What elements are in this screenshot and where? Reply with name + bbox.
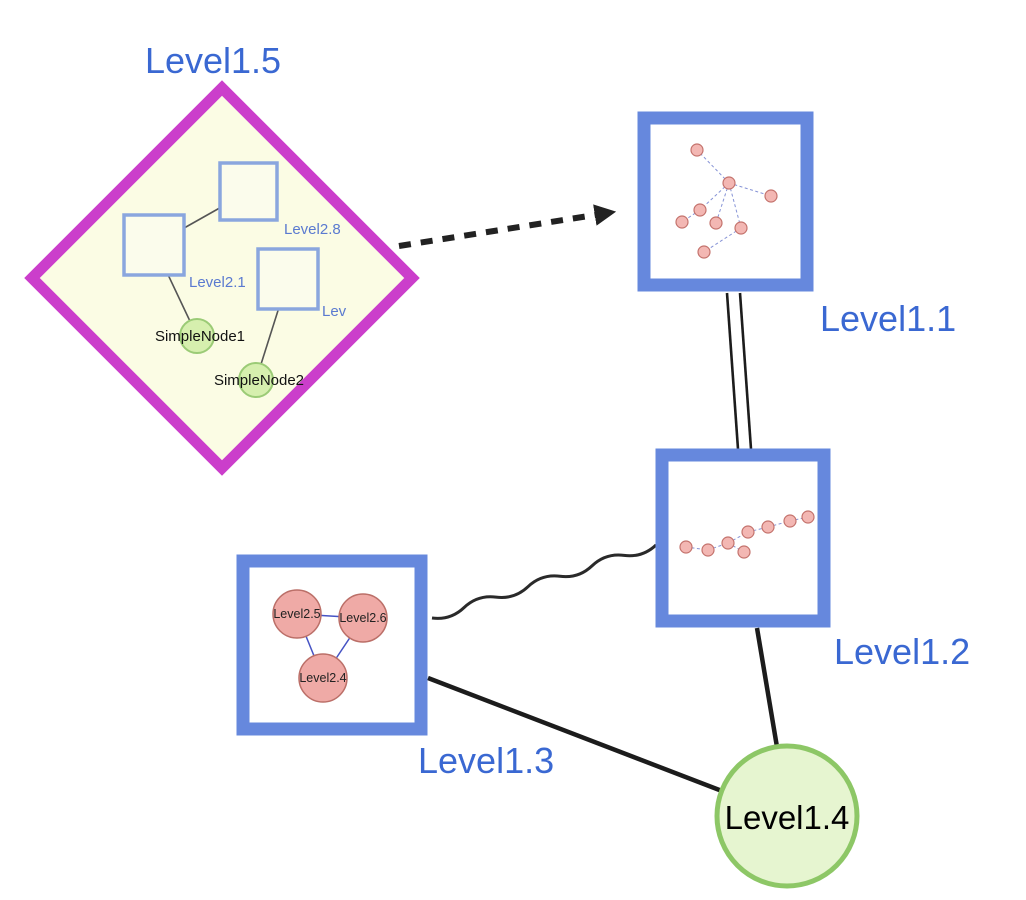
node-level2-1[interactable]	[122, 213, 186, 277]
mini-graph-level1-2	[679, 510, 815, 559]
edge-level15-to-level11[interactable]	[398, 204, 617, 249]
node-level2-truncated[interactable]	[256, 247, 320, 311]
mini-graph-node[interactable]	[741, 525, 755, 539]
mini-graph-node[interactable]	[722, 176, 736, 190]
mini-graph-edge	[703, 227, 742, 253]
node-level1-4[interactable]	[714, 743, 860, 889]
group-box-shape[interactable]	[236, 554, 428, 736]
mini-graph-level1-1	[675, 143, 778, 259]
label-level2-4: Level2.4	[299, 671, 346, 685]
node-level1-2[interactable]	[655, 448, 831, 628]
mini-graph-node[interactable]	[734, 221, 748, 235]
label-level2-5: Level2.5	[273, 607, 320, 621]
label-level2-truncated: Lev	[322, 303, 347, 320]
node-level1-3[interactable]: Level2.5 Level2.6 Level2.4	[236, 554, 428, 736]
mini-graph-node[interactable]	[690, 143, 704, 157]
label-level1-5: Level1.5	[145, 40, 281, 81]
label-level1-2: Level1.2	[834, 631, 970, 672]
mini-graph-edge	[696, 149, 730, 184]
mini-graph-node[interactable]	[761, 520, 775, 534]
edge-level11-to-level12[interactable]	[725, 292, 753, 450]
mini-graph-node[interactable]	[675, 215, 689, 229]
node-level2-6[interactable]	[338, 593, 388, 643]
edge-level13-to-level14[interactable]	[427, 675, 723, 794]
edge-level13-to-level12[interactable]	[431, 543, 658, 620]
mini-graph-node[interactable]	[764, 189, 778, 203]
mini-graph-node[interactable]	[693, 203, 707, 217]
label-simplenode2: SimpleNode2	[214, 372, 304, 389]
label-level1-3: Level1.3	[418, 740, 554, 781]
mini-graph-node[interactable]	[709, 216, 723, 230]
mini-graph-node[interactable]	[701, 543, 715, 557]
label-level2-6: Level2.6	[339, 611, 386, 625]
label-level2-8: Level2.8	[284, 221, 341, 238]
mini-graph-node[interactable]	[721, 536, 735, 550]
node-simplenode1[interactable]	[179, 318, 215, 354]
mini-graph-node[interactable]	[679, 540, 693, 554]
mini-graph-edge	[699, 182, 730, 211]
label-level1-1: Level1.1	[820, 298, 956, 339]
mini-graph-edge	[728, 182, 772, 197]
diamond-shape[interactable]	[24, 80, 420, 476]
edge-level12-to-level14[interactable]	[754, 627, 780, 748]
node-level1-1[interactable]	[637, 111, 814, 292]
group-box-shape[interactable]	[637, 111, 814, 292]
mini-graph-node[interactable]	[697, 245, 711, 259]
node-level2-8[interactable]	[218, 161, 279, 222]
node-level2-4[interactable]	[298, 653, 348, 703]
label-level2-1: Level2.1	[189, 274, 246, 291]
mini-graph-node[interactable]	[783, 514, 797, 528]
label-simplenode1: SimpleNode1	[155, 328, 245, 345]
mini-graph-edge	[728, 182, 742, 229]
mini-graph-node[interactable]	[801, 510, 815, 524]
mini-graph-node[interactable]	[737, 545, 751, 559]
node-simplenode2[interactable]	[238, 362, 274, 398]
mini-graph-edge	[715, 182, 730, 224]
group-box-shape[interactable]	[655, 448, 831, 628]
label-level1-4: Level1.4	[725, 799, 850, 836]
node-level2-5[interactable]	[272, 589, 322, 639]
node-level1-5[interactable]: Level2.8 Level2.1 Lev SimpleNode1 Simple…	[24, 80, 420, 476]
